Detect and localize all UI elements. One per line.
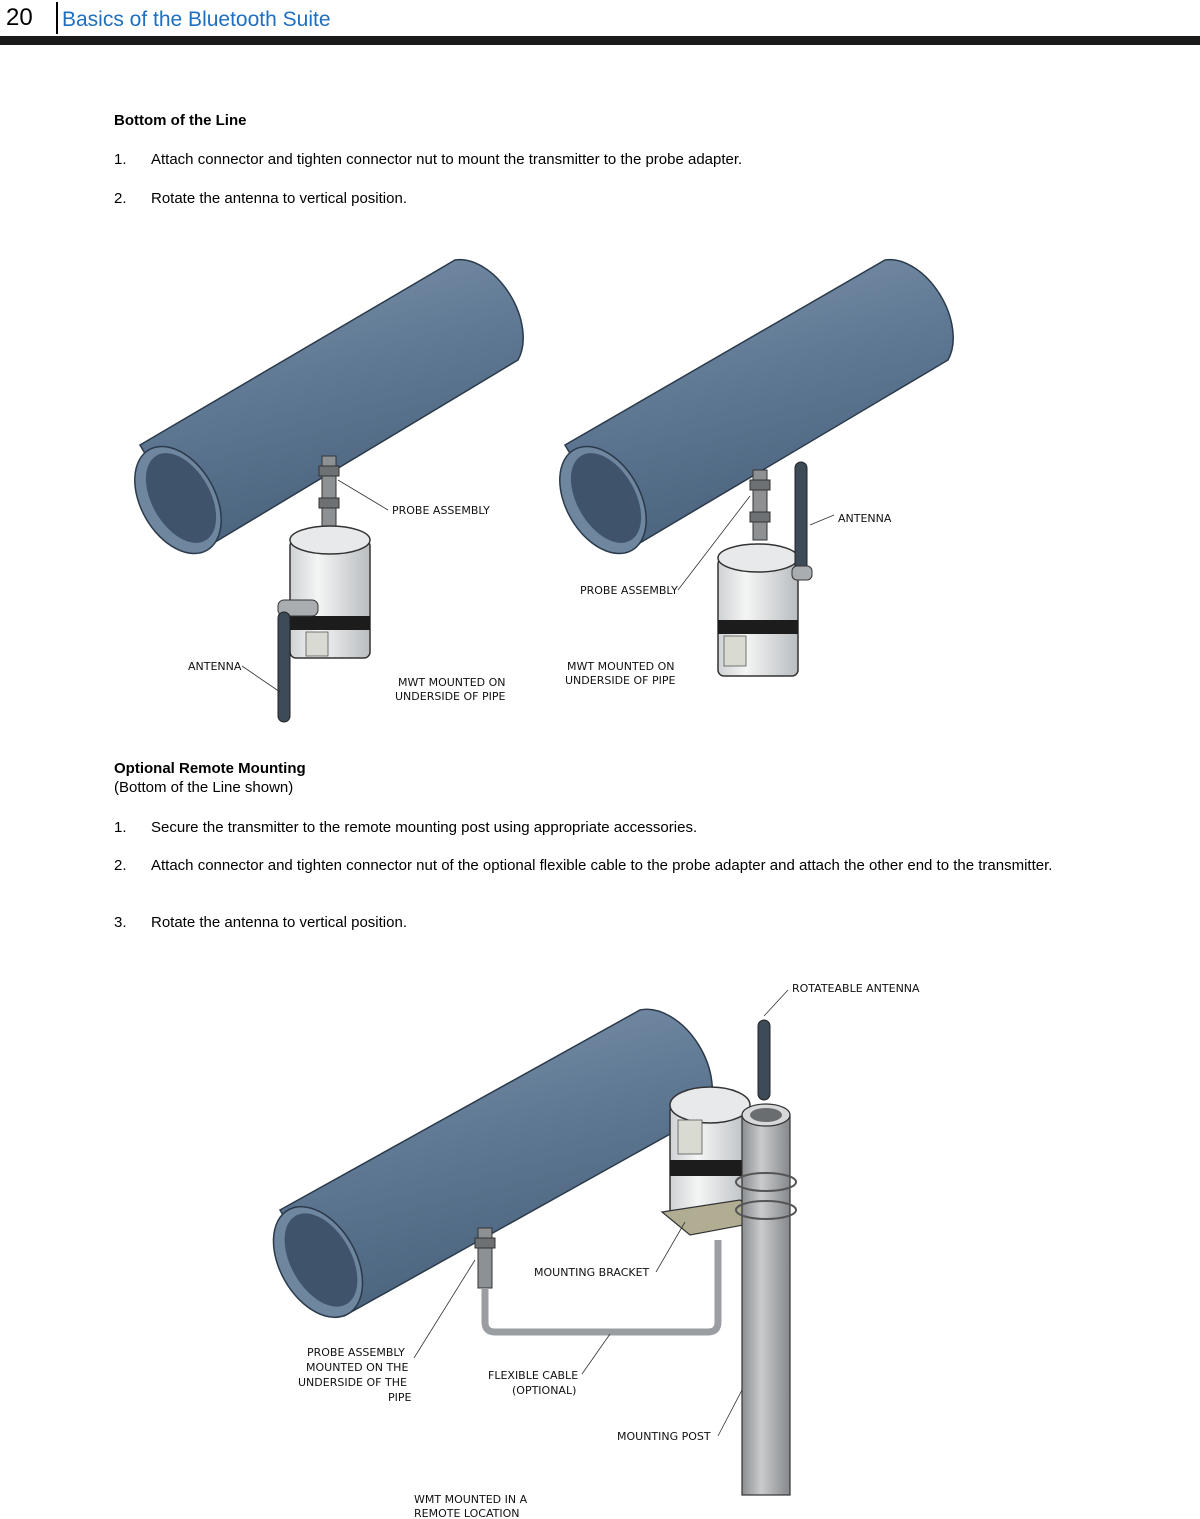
label-probe-line1: PROBE ASSEMBLY (307, 1346, 405, 1359)
label-probe-line2: MOUNTED ON THE (306, 1361, 408, 1374)
label-probe-assembly-right: PROBE ASSEMBLY (580, 584, 678, 597)
step-number: 3. (114, 914, 127, 931)
label-probe-line4: PIPE (388, 1391, 412, 1404)
label-mounting-bracket: MOUNTING BRACKET (534, 1266, 650, 1279)
page-number: 20 (6, 4, 33, 31)
section-subheading: (Bottom of the Line shown) (114, 779, 294, 796)
transmitter-remote (669, 1086, 751, 1216)
caption-left-line2: UNDERSIDE OF PIPE (395, 690, 505, 703)
mounting-post (735, 1103, 797, 1496)
caption-remote-line2: REMOTE LOCATION (414, 1507, 520, 1519)
transmitter-right (717, 543, 799, 677)
label-flexible-cable-line2: (OPTIONAL) (512, 1384, 576, 1397)
label-probe-assembly-left: PROBE ASSEMBLY (392, 504, 490, 517)
pipe-remote (272, 1008, 714, 1319)
section-heading-bottom-of-line: Bottom of the Line (114, 112, 247, 129)
step-number: 2. (114, 857, 127, 874)
transmitter-left (289, 525, 371, 659)
label-probe-line3: UNDERSIDE OF THE (298, 1376, 407, 1389)
antenna-left (277, 599, 319, 723)
label-flexible-cable-line1: FLEXIBLE CABLE (488, 1369, 578, 1382)
probe-assembly-left (318, 455, 340, 527)
step-text: Secure the transmitter to the remote mou… (151, 819, 698, 836)
label-mounting-post: MOUNTING POST (617, 1430, 711, 1443)
flexible-cable (481, 1240, 722, 1336)
figure-bottom-of-line: PROBE ASSEMBLY ANTENNA MWT MOUNTED ON UN… (134, 258, 954, 723)
caption-right-line1: MWT MOUNTED ON (567, 660, 675, 673)
step-text: Rotate the antenna to vertical position. (151, 914, 407, 931)
pipe-right (559, 258, 954, 555)
step-text: Attach connector and tighten connector n… (151, 857, 1053, 874)
antenna-right (791, 461, 813, 581)
probe-assembly-remote (474, 1227, 496, 1289)
step-text: Rotate the antenna to vertical position. (151, 190, 407, 207)
probe-assembly-right (749, 469, 771, 541)
label-rotateable-antenna: ROTATEABLE ANTENNA (792, 982, 920, 995)
step-number: 1. (114, 151, 127, 168)
chapter-title: Basics of the Bluetooth Suite (62, 8, 331, 31)
pipe-left (134, 258, 524, 555)
header-divider (56, 2, 58, 34)
caption-remote-line1: WMT MOUNTED IN A (414, 1493, 528, 1506)
caption-left-line1: MWT MOUNTED ON (398, 676, 506, 689)
header-rule (0, 36, 1200, 45)
rotateable-antenna (757, 1019, 771, 1101)
figure-remote-mounting: ROTATEABLE ANTENNA MOUNTING BRACKET PROB… (272, 982, 920, 1519)
section-heading-remote-mounting: Optional Remote Mounting (114, 760, 306, 777)
step-text: Attach connector and tighten connector n… (151, 151, 743, 168)
page-header: 20 Basics of the Bluetooth Suite (0, 0, 1200, 48)
label-antenna-right: ANTENNA (838, 512, 892, 525)
step-number: 1. (114, 819, 127, 836)
caption-right-line2: UNDERSIDE OF PIPE (565, 674, 675, 687)
step-number: 2. (114, 190, 127, 207)
label-antenna-left: ANTENNA (188, 660, 242, 673)
